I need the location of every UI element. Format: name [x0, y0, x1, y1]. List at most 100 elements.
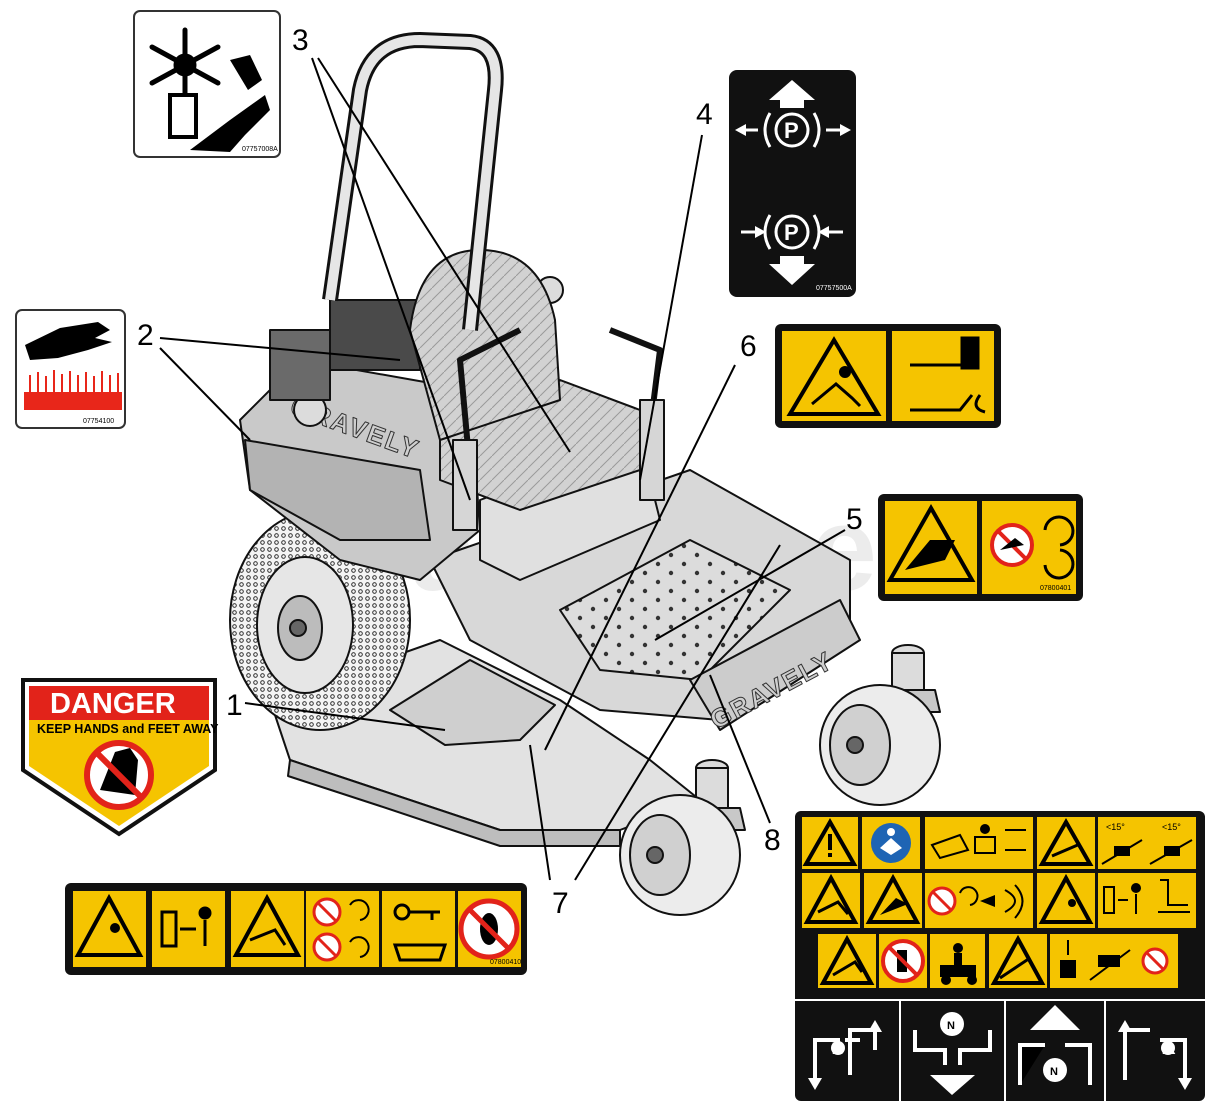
callout-4: 4 — [696, 98, 713, 131]
bystander-distance-icon — [160, 906, 212, 948]
thrown-object-icon — [1038, 873, 1094, 924]
decal-blade-warning — [775, 324, 1001, 428]
decal-freeze-warning: 07757008A — [133, 10, 281, 158]
read-manual-icon — [871, 823, 911, 863]
blade-guard-icon — [910, 336, 986, 414]
no-hand-icon — [990, 523, 1034, 567]
arrow-up-icon — [769, 80, 815, 100]
decal-4-code: 07757500A — [816, 285, 852, 292]
decal-parking-brake: P P 07757500A — [729, 70, 856, 297]
bystander-distance-icon — [1103, 879, 1190, 914]
control-turn-right-icon: R — [1118, 1020, 1192, 1090]
fender-panel — [244, 439, 431, 541]
hand-icon — [190, 95, 270, 152]
control-turn-left-icon: L — [808, 1020, 882, 1090]
blade-contact-icon — [232, 893, 302, 957]
heat-waves-icon — [29, 370, 119, 392]
snowflake-icon — [149, 27, 221, 103]
hand-blade-icon — [865, 873, 921, 924]
steering-lever-left — [457, 327, 522, 471]
tip-over-icon — [819, 934, 875, 985]
thrown-object-icon — [786, 336, 882, 416]
callout-7: 7 — [552, 887, 569, 920]
leader-3a — [311, 57, 471, 501]
decal-operator-strip: 07800410 — [65, 883, 527, 975]
decal-3-code: 07757008A — [242, 146, 278, 153]
control-forward-neutral-icon: N — [1018, 1005, 1092, 1085]
leader-6 — [544, 364, 736, 751]
callout-6: 6 — [740, 330, 757, 363]
hot-surface-bar — [24, 392, 122, 410]
danger-header — [29, 686, 209, 720]
callout-numbers: 1 2 3 4 5 6 7 8 — [137, 24, 863, 920]
slope-angle-left: <15° — [1106, 822, 1125, 832]
decal-danger: DANGER KEEP HANDS and FEET AWAY — [21, 678, 219, 837]
leader-4 — [639, 134, 703, 481]
slope-warning-icon — [1038, 817, 1094, 866]
rotating-blade-icon — [1043, 515, 1075, 580]
hand-icon — [25, 322, 112, 360]
leader-7a — [529, 744, 551, 881]
decal-7-code: 07800410 — [490, 959, 521, 966]
operator-zone-icon — [930, 824, 1026, 860]
danger-subtitle: KEEP HANDS and FEET AWAY — [37, 722, 219, 736]
control-neutral-icon: N — [913, 1012, 992, 1095]
parking-symbol-top: P — [784, 118, 799, 143]
remove-key-icon — [392, 903, 448, 962]
arrow-left-icon — [735, 124, 746, 136]
finger-icon — [230, 55, 262, 90]
danger-title: DANGER — [50, 688, 176, 720]
no-step-icon — [458, 898, 520, 960]
mower-illustration: GRAVELY GRAVELY — [229, 32, 941, 916]
leader-3b — [317, 57, 571, 453]
callout-5: 5 — [846, 503, 863, 536]
decal-pinch-warning: 07800401 — [878, 494, 1083, 601]
slope-angle-right: <15° — [1162, 822, 1181, 832]
front-wheel-right — [819, 684, 941, 806]
engine-side — [269, 329, 331, 401]
leader-7b — [574, 544, 781, 881]
no-hand-icon — [84, 740, 154, 810]
decal-5-code: 07800401 — [1040, 585, 1071, 592]
parking-symbol-bottom: P — [784, 220, 799, 245]
front-wheel-left — [619, 794, 741, 916]
slope-steer-icon — [1060, 940, 1169, 981]
callout-1: 1 — [226, 689, 243, 722]
rops-bar-inner — [325, 35, 501, 331]
decal-2-code: 07754100 — [83, 418, 114, 425]
leader-2b — [159, 347, 251, 441]
footplate — [559, 539, 791, 681]
engine-block — [329, 299, 421, 371]
callout-3: 3 — [292, 24, 309, 57]
callout-8: 8 — [764, 824, 781, 857]
no-hand-icon — [927, 884, 1024, 919]
leader-lines — [159, 57, 846, 881]
warning-triangle-icon — [802, 817, 858, 866]
decal-hot-surface: 07754100 — [15, 309, 126, 429]
operator-mower-icon — [940, 943, 977, 985]
no-passenger-icon — [881, 939, 925, 983]
thrown-object-icon — [74, 893, 144, 957]
slope-edge-icon — [990, 934, 1046, 985]
control-neutral-label-top: N — [947, 1020, 955, 1032]
control-left-label: L — [834, 1043, 841, 1055]
canister-icon — [168, 93, 198, 139]
parking-brake-icon: P — [763, 112, 821, 148]
rollover-icon — [803, 873, 859, 924]
arrow-right-icon — [840, 124, 851, 136]
no-hand-rotating-icon — [312, 897, 370, 962]
control-right-label: R — [1164, 1043, 1172, 1055]
deck-cover — [389, 659, 556, 746]
leader-2a — [159, 337, 401, 361]
arrow-in-left-icon — [755, 226, 766, 238]
leader-5 — [654, 529, 846, 641]
control-neutral-label-bottom: N — [1050, 1066, 1058, 1078]
leader-1 — [244, 702, 446, 731]
hand-blade-icon — [886, 503, 976, 582]
callout-2: 2 — [137, 319, 154, 352]
leader-8 — [709, 674, 771, 824]
arrow-in-right-icon — [818, 226, 829, 238]
arrow-down-icon — [769, 264, 815, 285]
front-crossbar — [689, 599, 861, 731]
